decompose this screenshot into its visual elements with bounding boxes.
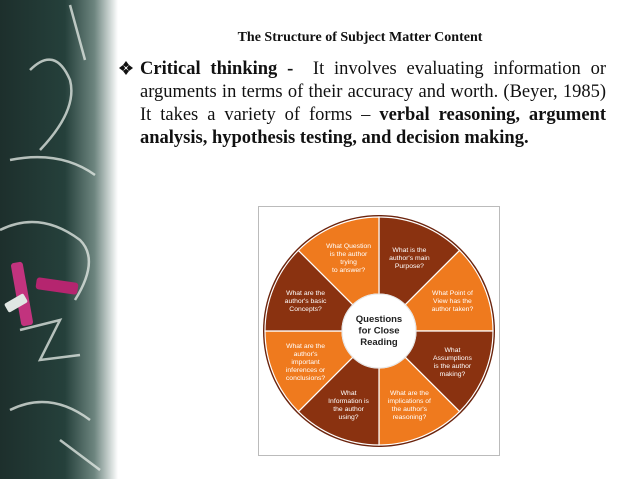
wheel-center [341,293,417,369]
slide-title: The Structure of Subject Matter Content [237,30,483,45]
term-label: Critical thinking - [140,59,294,79]
chalkboard-background [0,0,118,479]
bullet-paragraph: Critical thinking - It involves evaluati… [118,58,606,150]
definition-text: It involves evaluating information or ar… [140,59,607,125]
critical-thinking-paragraph: Critical thinking - It involves evaluati… [140,58,606,150]
diamond-bullet-icon [119,61,133,75]
chalk-drawings [0,4,101,471]
forms-text: verbal reasoning, argument analysis, hyp… [140,105,606,148]
